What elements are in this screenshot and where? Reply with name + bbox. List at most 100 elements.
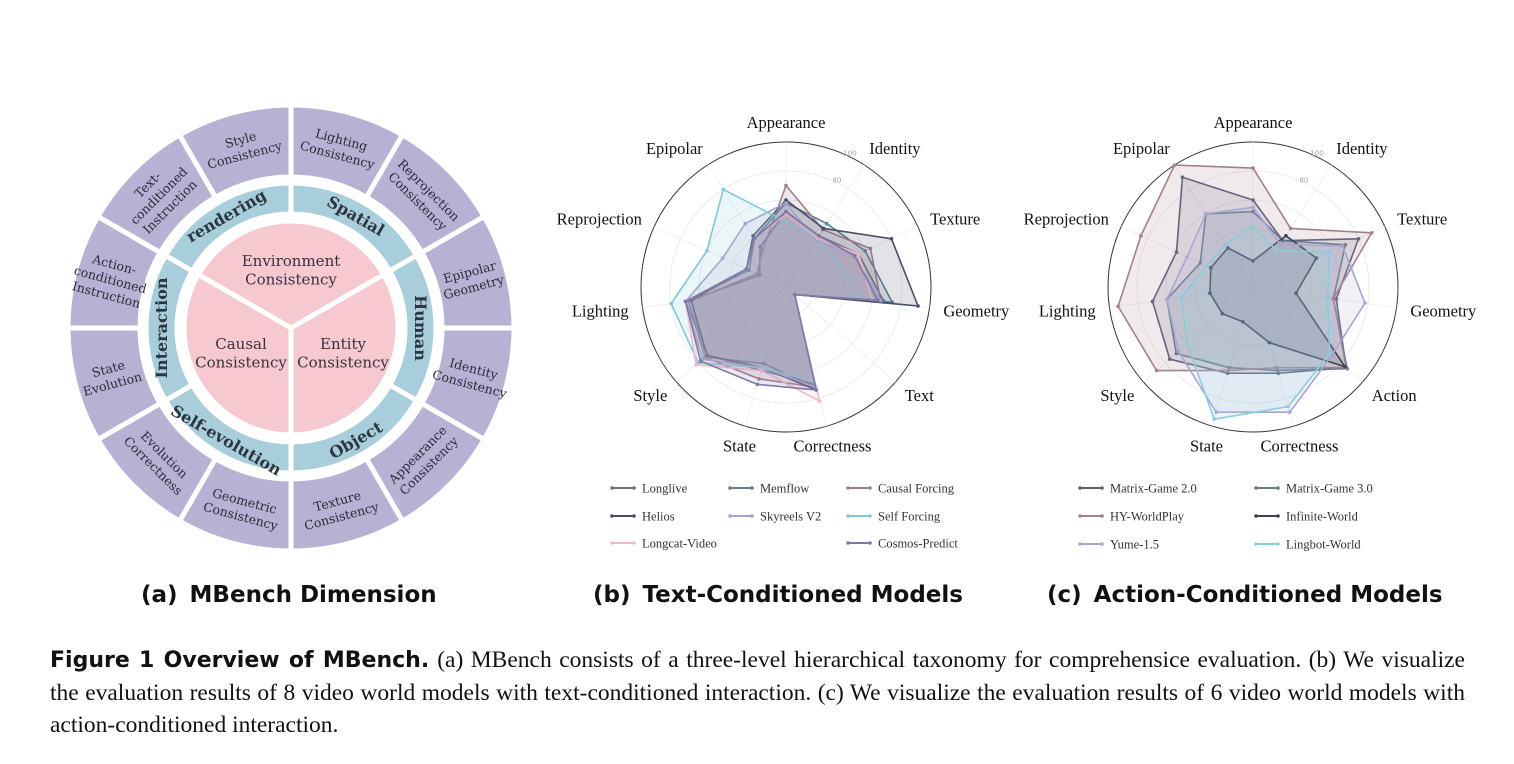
legend-item-helios: Helios — [610, 510, 675, 524]
legend-item-infinite-world: Infinite-World — [1254, 510, 1359, 524]
radar-point-helios-style — [705, 353, 709, 358]
radar-axis-label-state: State — [723, 436, 756, 455]
legend-swatch-dot — [868, 514, 872, 518]
legend-swatch-dot — [846, 541, 850, 545]
radar-point-cosmos-predict-state — [755, 382, 760, 387]
radar-point-helios-identity — [821, 226, 826, 231]
radar-spoke-lighting — [642, 286, 787, 309]
radar-point-cosmos-predict-correctness — [814, 388, 819, 392]
radar-axis-label-text: Text — [905, 386, 935, 405]
radar-point-longcat-video-appearance — [784, 212, 788, 217]
radar-axis-label-lighting: Lighting — [572, 301, 629, 320]
radar-spoke-state — [744, 286, 787, 427]
radar-point-hy-worldplay-identity — [1288, 226, 1293, 231]
radar-series-hy-worldplay — [1117, 164, 1373, 372]
radar-axis-label-reprojection: Reprojection — [1024, 209, 1109, 228]
radar-spoke-correctness — [785, 286, 828, 427]
legend-swatch-dot — [1100, 486, 1104, 490]
radar-point-infinite-world-correctness — [1267, 340, 1272, 345]
radar-point-yume-1-5-appearance — [1251, 205, 1255, 210]
radar-axis-label-geometry: Geometry — [943, 301, 1010, 320]
legend-item-longlive: Longlive — [610, 482, 688, 496]
legend-swatch-dot — [1100, 542, 1104, 546]
center-segment-causal-consistency — [288, 272, 401, 438]
radar-point-yume-1-5-correctness — [1287, 410, 1292, 415]
legend-item-matrix-game-3-0: Matrix-Game 3.0 — [1254, 482, 1373, 496]
radar-point-hy-worldplay-reprojection — [1139, 234, 1143, 238]
legend-swatch-dot — [1276, 486, 1280, 490]
legend-swatch-dot — [1078, 514, 1082, 518]
radar-point-yume-1-5-geometry — [1363, 301, 1367, 305]
legend-swatch-dot — [728, 514, 732, 518]
legend-swatch-dot — [1078, 486, 1082, 490]
legend-swatch-dot — [610, 486, 614, 490]
legend-swatch-dot — [632, 486, 636, 490]
center-segment-entity-consistency — [181, 272, 294, 438]
radar-point-causal-forcing-epipolar — [760, 248, 765, 253]
radar-point-lingbot-world-geometry — [1325, 295, 1330, 300]
radar-point-matrix-game-2-0-correctness — [1276, 371, 1281, 376]
radar-point-lingbot-world-lighting — [1179, 295, 1184, 300]
figure-caption: Figure 1 Overview of MBench.(a) MBench c… — [50, 644, 1465, 741]
radar-point-hy-worldplay-epipolar — [1172, 163, 1177, 167]
legend-swatch-dot — [846, 514, 850, 518]
radar-point-lingbot-world-reprojection — [1205, 264, 1209, 268]
radar-point-hy-worldplay-correctness — [1274, 365, 1279, 370]
legend-swatch-dot — [632, 541, 636, 545]
legend-label-lingbot-world: Lingbot-World — [1286, 538, 1361, 552]
radar-point-skyreels-v2-geometry — [878, 298, 883, 303]
radar-series-skyreels-v2 — [684, 202, 882, 388]
radar-tick-label: 80 — [1299, 176, 1308, 184]
radar-spoke-style — [676, 286, 787, 383]
radar-point-skyreels-v2-epipolar — [743, 221, 748, 226]
radar-spoke-epipolar — [707, 164, 787, 288]
radar-series-lingbot-world — [1180, 225, 1331, 420]
radar-axis-label-style: Style — [633, 386, 667, 405]
panel-c-title: (c)Action-Conditioned Models — [1047, 582, 1443, 608]
radar-point-matrix-game-2-0-lighting — [1150, 299, 1155, 304]
radar-point-skyreels-v2-appearance — [784, 201, 788, 205]
radar-point-cosmos-predict-appearance — [784, 209, 788, 214]
radar-point-infinite-world-appearance — [1251, 259, 1255, 263]
radar-chart-action-conditioned: 80100AppearanceIdentityTextureGeometryAc… — [1024, 113, 1477, 552]
radar-axis-label-reprojection: Reprojection — [557, 209, 642, 228]
radar-axis-label-correctness: Correctness — [1261, 436, 1339, 455]
legend-swatch-dot — [868, 541, 872, 545]
radar-point-matrix-game-2-0-epipolar — [1180, 175, 1185, 180]
legend-swatch-dot — [750, 514, 754, 518]
radar-point-lingbot-world-identity — [1274, 248, 1279, 253]
radar-point-helios-texture — [889, 237, 894, 241]
radar-point-yume-1-5-reprojection — [1185, 255, 1189, 259]
panel-b-title-text: Text-Conditioned Models — [642, 582, 963, 608]
radar-axis-label-epipolar: Epipolar — [1113, 139, 1170, 158]
radar-axis-label-texture: Texture — [930, 209, 980, 228]
radar-point-infinite-world-epipolar — [1226, 246, 1230, 250]
radar-point-memflow-identity — [824, 221, 829, 226]
radar-point-yume-1-5-identity — [1278, 242, 1283, 247]
radar-point-infinite-world-geometry — [1294, 291, 1298, 295]
radar-point-longlive-state — [761, 361, 766, 366]
radar-point-lingbot-world-correctness — [1286, 404, 1290, 409]
radar-point-yume-1-5-state — [1214, 410, 1219, 415]
radar-axis-label-epipolar: Epipolar — [646, 139, 703, 158]
radar-point-matrix-game-2-0-texture — [1356, 237, 1361, 241]
radar-point-hy-worldplay-lighting — [1116, 304, 1120, 309]
legend-item-hy-worldplay: HY-WorldPlay — [1078, 510, 1185, 524]
radar-point-matrix-game-2-0-reprojection — [1174, 250, 1179, 254]
outer-segment-style-consistency — [177, 102, 294, 200]
radar-point-cosmos-predict-text — [792, 292, 797, 297]
radar-series-infinite-world — [1209, 234, 1346, 368]
radar-point-lingbot-world-state — [1212, 417, 1216, 421]
radar-point-infinite-world-lighting — [1208, 291, 1212, 295]
radar-point-infinite-world-identity — [1284, 233, 1288, 238]
legend-label-matrix-game-3-0: Matrix-Game 3.0 — [1286, 482, 1373, 496]
radar-axis-label-appearance: Appearance — [747, 113, 826, 132]
legend-item-matrix-game-2-0: Matrix-Game 2.0 — [1078, 482, 1197, 496]
legend-label-helios: Helios — [642, 510, 675, 524]
panel-c-tag: (c) — [1047, 582, 1082, 608]
radar-point-causal-forcing-appearance — [784, 183, 788, 188]
legend-label-hy-worldplay: HY-WorldPlay — [1110, 510, 1185, 524]
